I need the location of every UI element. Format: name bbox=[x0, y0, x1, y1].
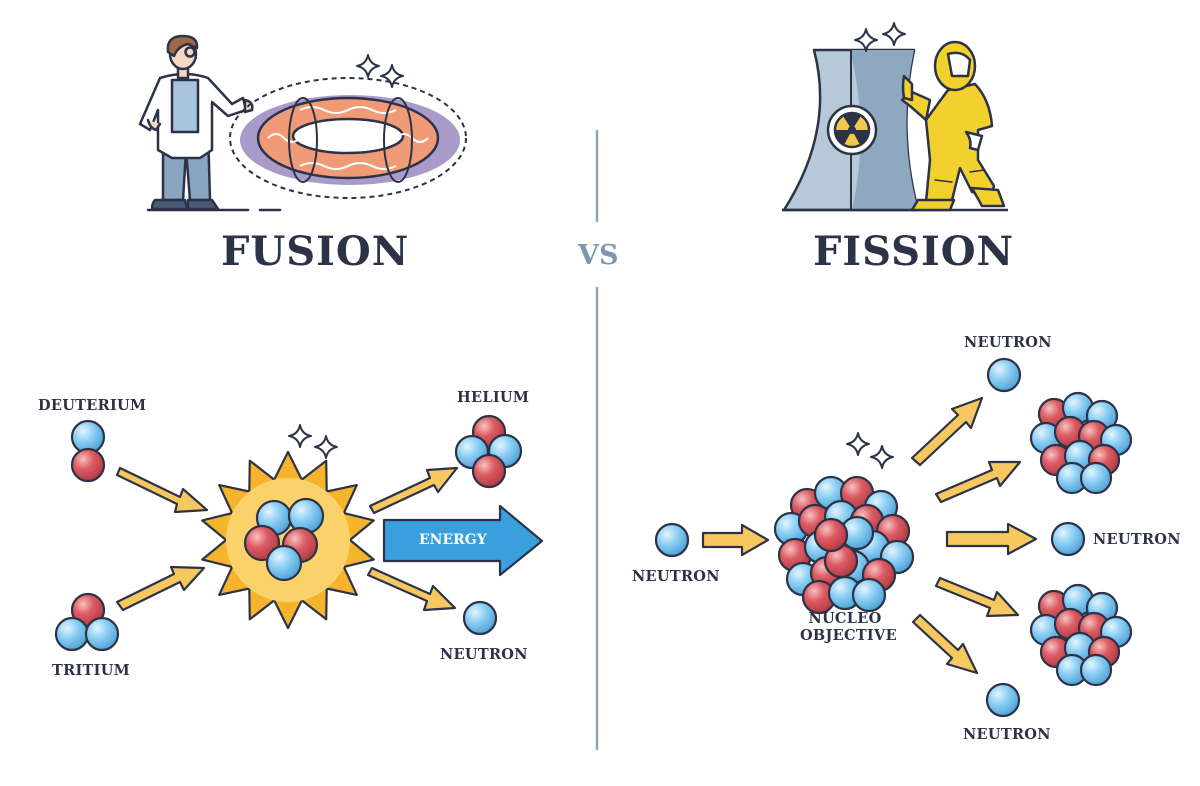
neutron-particle bbox=[654, 522, 690, 558]
vs-label: VS bbox=[578, 240, 619, 271]
arrow bbox=[115, 466, 459, 612]
hazmat-worker bbox=[900, 40, 1006, 212]
neutron-particle bbox=[1079, 461, 1113, 495]
energy-label: ENERGY bbox=[419, 532, 487, 548]
fission-neutron-right-label: NEUTRON bbox=[1093, 531, 1181, 548]
nucleus-label: NUCLEO OBJECTIVE bbox=[800, 610, 897, 645]
nucleus-fragment bbox=[1029, 583, 1133, 687]
deuterium-label: DEUTERIUM bbox=[38, 397, 147, 414]
tritium-atom bbox=[54, 592, 120, 652]
fusion-nucleus bbox=[243, 497, 325, 582]
fission-neutron-top-label: NEUTRON bbox=[964, 334, 1052, 351]
fission-neutron-in-label: NEUTRON bbox=[632, 568, 720, 585]
energy-arrow bbox=[382, 504, 544, 577]
fusion-reaction bbox=[54, 414, 544, 652]
fission-reaction bbox=[654, 357, 1133, 718]
neutron-particle bbox=[851, 577, 887, 613]
fusion-neutron-label: NEUTRON bbox=[440, 646, 528, 663]
nucleus-fragment bbox=[1029, 391, 1133, 495]
neutron-particle bbox=[1050, 521, 1086, 557]
proton-particle bbox=[813, 517, 849, 553]
nucleus-label-line2: OBJECTIVE bbox=[800, 627, 897, 645]
neutron-particle bbox=[986, 357, 1022, 393]
tokamak-reactor bbox=[229, 54, 467, 199]
scientist-figure bbox=[138, 34, 282, 212]
nucleus-large bbox=[773, 475, 915, 615]
arrow bbox=[701, 396, 1038, 675]
fusion-heading: FUSION bbox=[221, 228, 410, 275]
tritium-label: TRITIUM bbox=[52, 662, 130, 679]
fission-neutron-bottom-label: NEUTRON bbox=[963, 726, 1051, 743]
neutron-particle bbox=[985, 682, 1021, 718]
helium-atom bbox=[454, 414, 523, 489]
nucleus-label-line1: NUCLEO bbox=[808, 610, 882, 627]
helium-label: HELIUM bbox=[457, 389, 530, 406]
deuterium-atom bbox=[70, 419, 106, 483]
neutron-particle bbox=[1079, 653, 1113, 687]
neutron-particle bbox=[462, 600, 498, 636]
cooling-tower bbox=[782, 21, 1008, 212]
fission-heading: FISSION bbox=[813, 228, 1015, 275]
